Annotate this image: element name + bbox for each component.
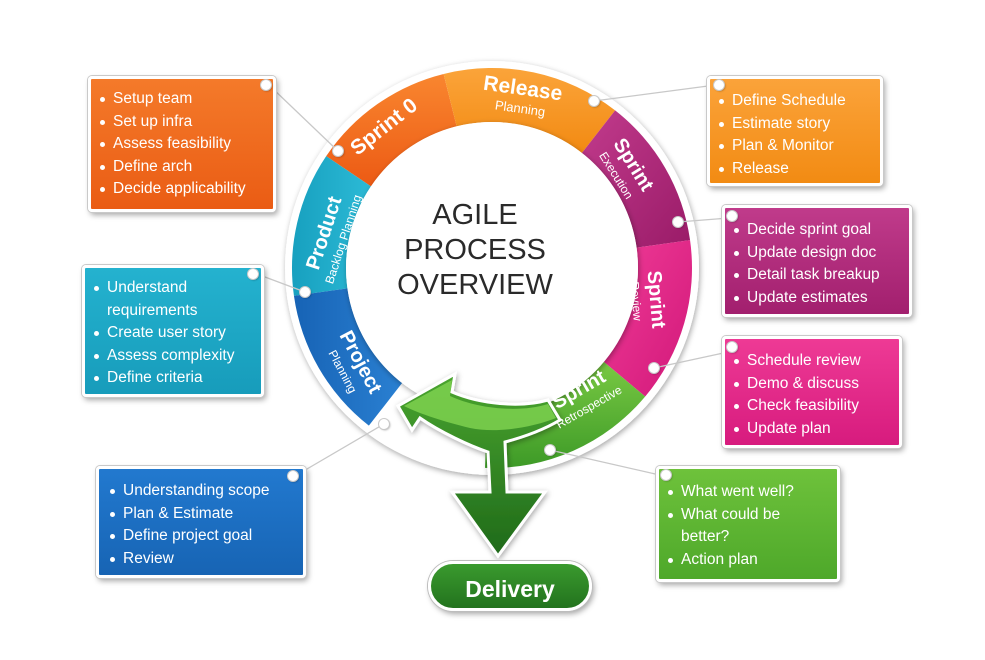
delivery-arrow-highlight bbox=[404, 380, 556, 431]
segment-subtitle-release: Planning bbox=[494, 97, 546, 119]
connector-release bbox=[593, 85, 709, 102]
sprint0-item: Setup team bbox=[97, 88, 267, 111]
sprint-exec-item: Update estimates bbox=[731, 287, 903, 310]
delivery-badge: Delivery bbox=[428, 561, 592, 611]
release-box: Define Schedule Estimate story Plan & Mo… bbox=[707, 76, 883, 186]
project-item: Plan & Estimate bbox=[107, 503, 295, 526]
sprint-review-box-dot bbox=[727, 342, 737, 352]
sprint-retro-item: Action plan bbox=[665, 549, 831, 572]
product-list: Understand requirements Create user stor… bbox=[91, 277, 255, 390]
project-ring-dot bbox=[379, 419, 389, 429]
sprint-review-box: Schedule review Demo & discuss Check fea… bbox=[722, 336, 902, 448]
project-item: Review bbox=[107, 548, 295, 571]
sprint-exec-item: Detail task breakup bbox=[731, 264, 903, 287]
release-ring-dot bbox=[589, 96, 599, 106]
project-item: Understanding scope bbox=[107, 480, 295, 503]
center-title: AGILE PROCESS OVERVIEW bbox=[375, 198, 575, 303]
product-item: Assess complexity bbox=[91, 345, 255, 368]
product-item: Create user story bbox=[91, 322, 255, 345]
product-box-dot bbox=[248, 269, 258, 279]
ring-segment-sprint0 bbox=[326, 73, 457, 187]
project-box-dot bbox=[288, 471, 298, 481]
product-item: Define criteria bbox=[91, 367, 255, 390]
connector-project bbox=[294, 423, 385, 477]
sprint-retro-item: What went well? bbox=[665, 481, 831, 504]
sprint-retro-list: What went well? What could be better? Ac… bbox=[665, 481, 831, 571]
sprint0-item: Assess feasibility bbox=[97, 133, 267, 156]
sprint-review-ring-dot bbox=[649, 363, 659, 373]
project-box: Understanding scope Plan & Estimate Defi… bbox=[96, 466, 306, 578]
product-item-continued: requirements bbox=[107, 301, 198, 319]
sprint-retro-ring-dot bbox=[545, 445, 555, 455]
release-item: Plan & Monitor bbox=[716, 135, 874, 158]
release-item: Define Schedule bbox=[716, 90, 874, 113]
center-disk bbox=[346, 122, 638, 414]
sprint-review-item: Update plan bbox=[731, 418, 893, 441]
sprint0-ring-dot bbox=[333, 146, 343, 156]
segment-subtitle-sprint-review: Review bbox=[627, 281, 644, 322]
ring-segment-sprint-review bbox=[603, 240, 692, 397]
ring-segment-sprint-retro bbox=[485, 361, 646, 468]
segment-title-sprint-review: Sprint bbox=[643, 270, 670, 330]
release-box-dot bbox=[714, 80, 724, 90]
project-list: Understanding scope Plan & Estimate Defi… bbox=[107, 480, 295, 570]
sprint-retro-item-continued: better? bbox=[681, 528, 730, 545]
product-ring-dot bbox=[300, 287, 310, 297]
sprint0-item: Define arch bbox=[97, 156, 267, 179]
sprint-review-item: Demo & discuss bbox=[731, 373, 893, 396]
connector-sprint-exec bbox=[677, 217, 730, 223]
project-item: Define project goal bbox=[107, 525, 295, 548]
sprint-exec-item: Update design doc bbox=[731, 242, 903, 265]
sprint-exec-list: Decide sprint goal Update design doc Det… bbox=[731, 219, 903, 309]
sprint0-box-dot bbox=[261, 80, 271, 90]
sprint-review-list: Schedule review Demo & discuss Check fea… bbox=[731, 350, 893, 440]
center-title-line-1: AGILE bbox=[432, 199, 518, 231]
sprint0-item: Set up infra bbox=[97, 111, 267, 134]
sprint-exec-box-dot bbox=[727, 211, 737, 221]
ring-segment-release bbox=[443, 68, 616, 153]
connector-product bbox=[256, 273, 306, 293]
sprint0-list: Setup team Set up infra Assess feasibili… bbox=[97, 88, 267, 201]
center-title-line-2: PROCESS bbox=[404, 234, 546, 266]
release-item: Estimate story bbox=[716, 113, 874, 136]
center-title-line-3: OVERVIEW bbox=[397, 269, 553, 301]
sprint-exec-box: Decide sprint goal Update design doc Det… bbox=[722, 205, 912, 317]
sprint-review-item: Schedule review bbox=[731, 350, 893, 373]
sprint0-box: Setup team Set up infra Assess feasibili… bbox=[88, 76, 276, 212]
sprint-retro-item: What could be bbox=[665, 504, 831, 527]
sprint0-item: Decide applicability bbox=[97, 178, 267, 201]
sprint-retro-box-dot bbox=[661, 470, 671, 480]
connector-sprint-retro bbox=[549, 449, 665, 477]
product-item: Understand bbox=[91, 277, 255, 300]
connector-sprint-review bbox=[653, 351, 729, 369]
sprint-exec-item: Decide sprint goal bbox=[731, 219, 903, 242]
ring-segment-project bbox=[293, 288, 403, 426]
connector-sprint0 bbox=[269, 85, 339, 152]
release-item: Release bbox=[716, 158, 874, 181]
sprint-retro-box: What went well? What could be better? Ac… bbox=[656, 466, 840, 582]
sprint-review-item: Check feasibility bbox=[731, 395, 893, 418]
product-box: Understand requirements Create user stor… bbox=[82, 265, 264, 397]
ring-segment-product bbox=[292, 156, 371, 296]
ring-segment-sprint-exec bbox=[581, 110, 691, 248]
sprint-exec-ring-dot bbox=[673, 217, 683, 227]
release-list: Define Schedule Estimate story Plan & Mo… bbox=[716, 90, 874, 180]
